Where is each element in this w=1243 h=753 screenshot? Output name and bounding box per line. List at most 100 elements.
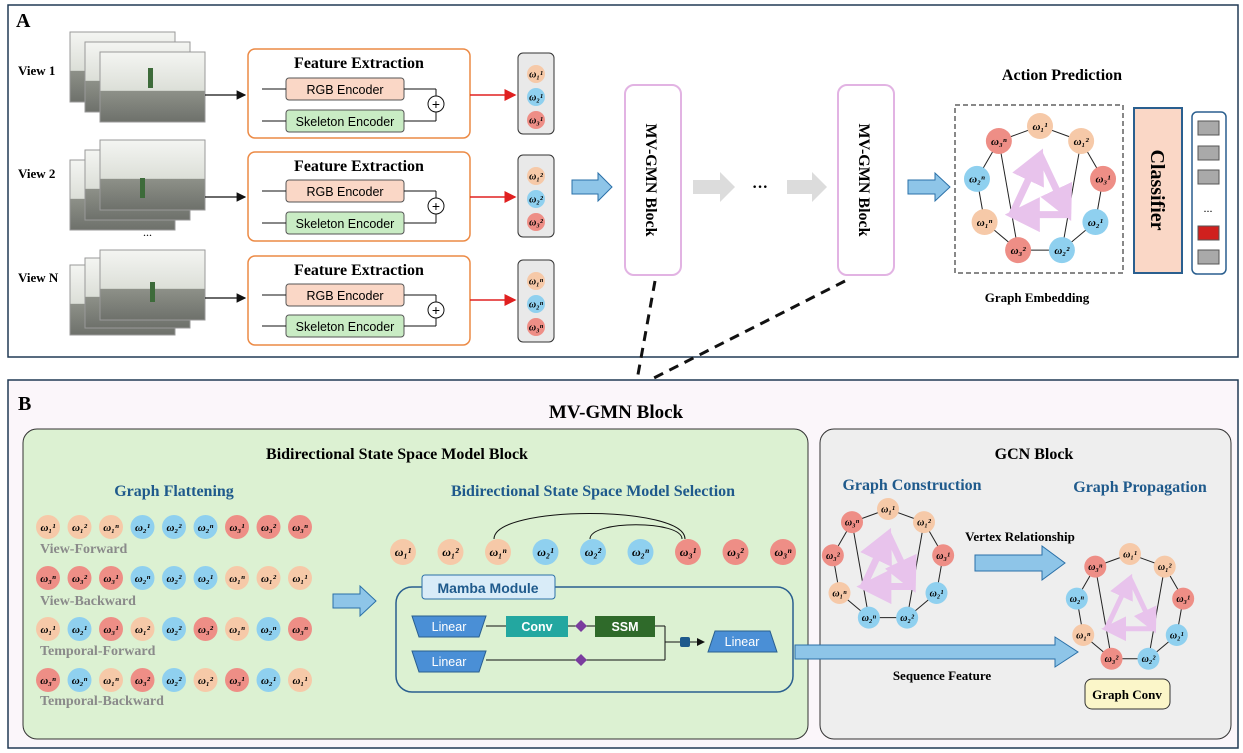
- ssm-block: [595, 616, 655, 637]
- node-w22: ω₂²: [1048, 237, 1075, 264]
- node-label: ω₂¹: [72, 624, 87, 636]
- node-w32: ω₃²: [821, 544, 844, 567]
- node-w32: ω₃²: [193, 617, 218, 641]
- plus-icon: +: [432, 96, 440, 112]
- node-label: ω₁²: [72, 522, 88, 534]
- feature-extraction-2: Feature Extraction RGB Encoder Skeleton …: [247, 151, 471, 242]
- node-label: ω₃²: [1011, 245, 1027, 257]
- linear-top: [411, 615, 487, 638]
- node-w22: ω₂²: [896, 606, 919, 629]
- node-w21: ω₂¹: [1165, 624, 1188, 646]
- node-label: ω₂¹: [930, 589, 944, 600]
- node-w32: ω₃²: [256, 515, 281, 539]
- node-w21: ω₂¹: [67, 617, 92, 641]
- node-w21: ω₂¹: [256, 668, 281, 692]
- mvgmn-block-2: [837, 84, 895, 276]
- view-1-frames: [69, 31, 206, 123]
- node-label: ω₁ⁿ: [1076, 631, 1091, 642]
- vertex-relationship-label: Vertex Relationship: [965, 529, 1075, 544]
- gray-arrow-1: [693, 172, 735, 202]
- skeleton-encoder-label: Skeleton Encoder: [296, 320, 395, 334]
- node-w32: ω₃²: [1005, 237, 1032, 264]
- dashed-connector-right: [649, 279, 846, 382]
- node-w11: ω₁¹: [1119, 543, 1141, 565]
- node-label: ω₁²: [198, 675, 214, 687]
- panel-b-letter: B: [18, 393, 31, 415]
- node-label: ω₁¹: [1123, 550, 1137, 561]
- graph-embedding-box: [954, 104, 1124, 274]
- node-w31: ω₃¹: [527, 111, 545, 129]
- node-label: ω₁ⁿ: [489, 545, 507, 559]
- node-w12: ω₁²: [130, 617, 155, 641]
- node-label: ω₃¹: [1095, 174, 1110, 186]
- output-vector-dots: ...: [1204, 201, 1213, 215]
- node-label: ω₂¹: [261, 675, 276, 687]
- gcn-title: GCN Block: [995, 446, 1074, 463]
- vertex-relationship-arrow: [974, 545, 1066, 581]
- node-label: ω₁ⁿ: [229, 573, 245, 585]
- graph-conv-block: [1084, 678, 1171, 710]
- node-w1n: ω₁ⁿ: [828, 582, 851, 604]
- node-label: ω₃ⁿ: [991, 136, 1007, 148]
- node-w21: ω₂¹: [1082, 209, 1109, 235]
- node-label: ω₁ⁿ: [103, 522, 119, 534]
- node-label: ω₃¹: [680, 545, 697, 559]
- node-w3n: ω₃ⁿ: [985, 127, 1012, 154]
- node-label: ω₃ⁿ: [774, 545, 792, 559]
- node-w3n: ω₃ⁿ: [841, 511, 864, 534]
- node-w3n: ω₃ⁿ: [36, 668, 60, 692]
- node-w31: ω₃¹: [675, 539, 701, 565]
- node-w3n: ω₃ⁿ: [288, 515, 312, 539]
- node-w21: ω₂¹: [925, 582, 948, 604]
- mamba-module-header: [421, 574, 556, 600]
- node-label: ω₂ⁿ: [862, 613, 877, 624]
- feature-extraction-title: Feature Extraction: [294, 55, 424, 72]
- linear-bottom: [411, 650, 487, 673]
- node-label: ω₂²: [1142, 654, 1157, 665]
- node-w2n: ω₂ⁿ: [527, 295, 545, 313]
- view-2-label: View 2: [18, 166, 55, 181]
- node-label: ω₂²: [900, 613, 915, 624]
- view-backward-label: View-Backward: [40, 594, 136, 609]
- node-w31: ω₃¹: [99, 617, 123, 641]
- node-w12: ω₁²: [1068, 127, 1095, 154]
- mamba-module: [395, 586, 794, 693]
- node-label: ω₃²: [1105, 654, 1120, 665]
- node-w11: ω₁¹: [877, 498, 899, 520]
- panel-a: A View 1 View 2 View N ...: [7, 4, 1239, 382]
- node-label: ω₂¹: [135, 522, 150, 534]
- node-w12: ω₁²: [912, 511, 935, 534]
- mvgmn-block-1: [624, 84, 682, 276]
- node-label: ω₂ⁿ: [1070, 594, 1085, 605]
- linear-top-label: Linear: [432, 620, 467, 634]
- node-label: ω₃²: [826, 551, 841, 562]
- node-w11: ω₁¹: [288, 668, 312, 692]
- node-w12: ω₁²: [256, 566, 281, 590]
- node-w22: ω₂²: [162, 668, 186, 692]
- node-w12: ω₁²: [527, 167, 545, 185]
- rgb-encoder-label: RGB Encoder: [306, 83, 383, 97]
- node-w31: ω₃¹: [99, 566, 123, 590]
- node-label: ω₁¹: [1032, 121, 1047, 133]
- node-w22: ω₂²: [527, 190, 545, 208]
- node-label: ω₃¹: [229, 675, 244, 687]
- bssm-selection-title: Bidirectional State Space Model Selectio…: [451, 483, 735, 500]
- node-label: ω₃²: [529, 218, 544, 229]
- node-w31: ω₃¹: [225, 668, 249, 692]
- node-label: ω₁²: [529, 172, 544, 183]
- panel-b-title: MV-GMN Block: [549, 402, 684, 423]
- skeleton-encoder-label: Skeleton Encoder: [296, 115, 395, 129]
- panel-b: B MV-GMN Block Bidirectional State Space…: [7, 379, 1239, 749]
- bssm-block: [22, 428, 809, 740]
- feature-extraction-title: Feature Extraction: [294, 262, 424, 279]
- node-label: ω₃ⁿ: [40, 573, 56, 585]
- node-w31: ω₃¹: [225, 515, 249, 539]
- node-w11: ω₁¹: [36, 515, 60, 539]
- node-label: ω₂ⁿ: [135, 573, 151, 585]
- node-w3n: ω₃ⁿ: [527, 318, 545, 336]
- node-label: ω₁²: [1158, 562, 1173, 573]
- bssm-title: Bidirectional State Space Model Block: [266, 446, 528, 463]
- node-label: ω₁²: [1074, 136, 1090, 148]
